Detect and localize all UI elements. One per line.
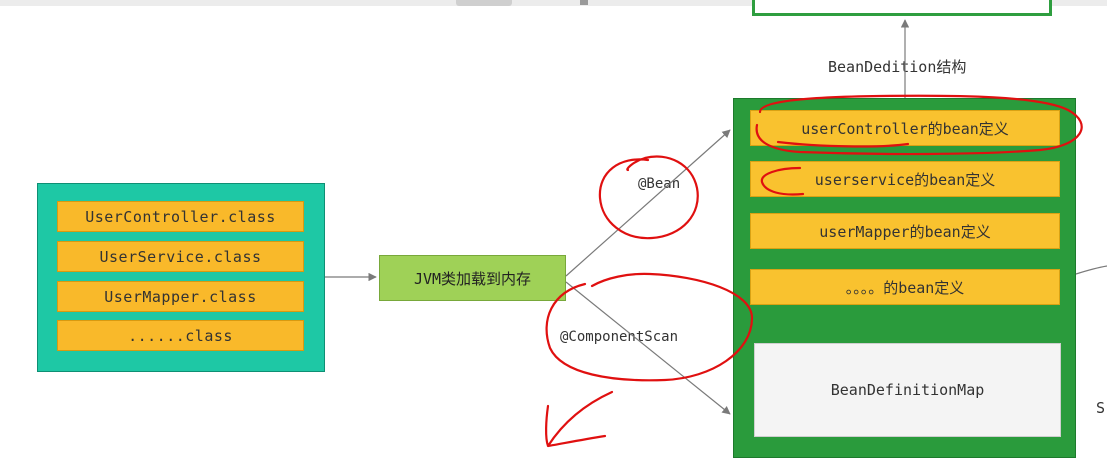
bean-definition-usermapper: userMapper的bean定义 xyxy=(750,213,1060,249)
scribble-circle-componentscan xyxy=(545,272,754,382)
scribble-circle-bean xyxy=(598,155,699,240)
beandefinition-structure-label: BeanDedition结构 xyxy=(828,58,967,76)
class-file-usermapper: UserMapper.class xyxy=(57,281,304,312)
class-files-panel: UserController.class UserService.class U… xyxy=(37,183,325,372)
arrow-to-right-edge xyxy=(1075,265,1107,275)
bean-definition-others: 。。。。的bean定义 xyxy=(750,269,1060,305)
jvm-loader-node: JVM类加载到内存 xyxy=(379,255,566,301)
offscreen-node-letter: S xyxy=(1096,399,1106,417)
bean-definitions-panel: userController的bean定义 userservice的bean定义… xyxy=(733,98,1076,458)
class-file-usercontroller: UserController.class xyxy=(57,201,304,232)
upper-node-box xyxy=(752,0,1052,16)
arrow-jvm-to-definitions xyxy=(565,129,731,277)
class-file-userservice: UserService.class xyxy=(57,241,304,272)
componentscan-annotation-label: @ComponentScan xyxy=(560,329,679,345)
bean-definition-userservice: userservice的bean定义 xyxy=(750,161,1060,197)
toolbar-button[interactable] xyxy=(456,0,512,6)
bean-annotation-label: @Bean xyxy=(638,176,681,192)
class-file-others: ......class xyxy=(57,320,304,351)
bean-definition-usercontroller: userController的bean定义 xyxy=(750,110,1060,146)
top-toolbar-strip xyxy=(0,0,1107,6)
arrow-jvm-to-map xyxy=(565,281,731,415)
bean-definition-map-node: BeanDefinitionMap xyxy=(754,343,1061,437)
scribble-arrow-bottom xyxy=(545,390,614,448)
toolbar-icon xyxy=(580,0,588,5)
